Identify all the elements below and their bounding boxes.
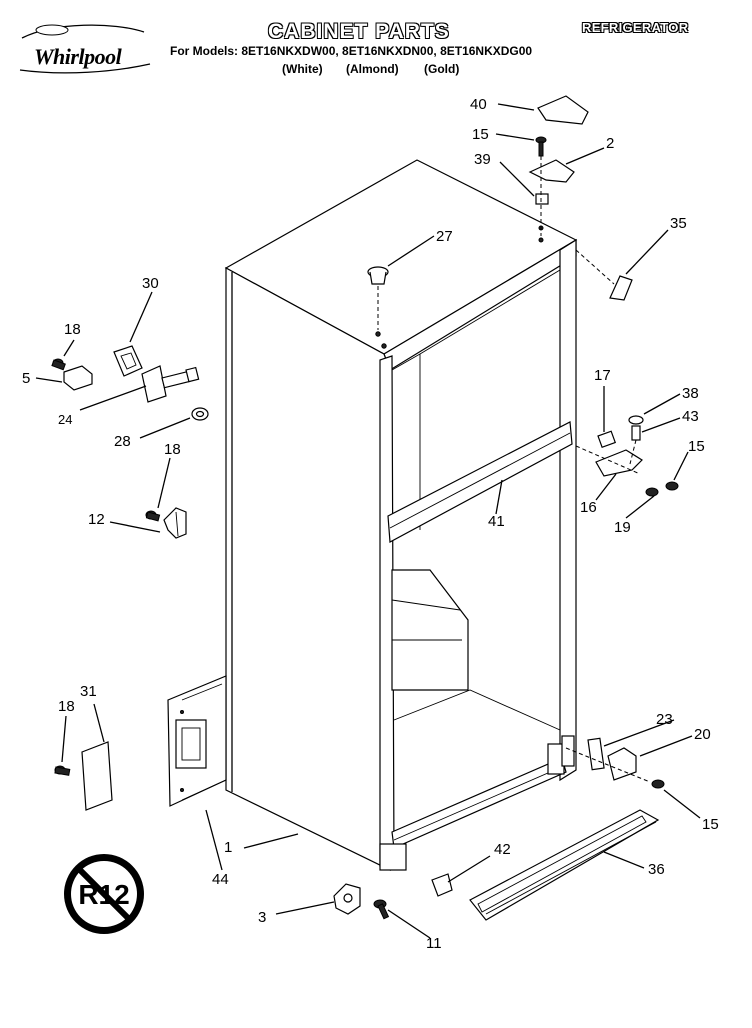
color-almond: (Almond) [346, 62, 399, 76]
callout-2: 2 [606, 135, 615, 152]
callout-5: 5 [22, 370, 31, 387]
toe-cover [54, 741, 113, 811]
callout-36: 36 [648, 861, 665, 878]
callout-18-upper: 18 [64, 321, 81, 338]
callout-27: 27 [436, 228, 453, 245]
handle-washer [191, 407, 209, 421]
callout-18-lower: 18 [58, 698, 75, 715]
callout-1: 1 [224, 839, 233, 856]
seal-text: R12 [78, 879, 129, 910]
screw-and-bracket-lower [145, 507, 187, 539]
leader-lines [35, 103, 701, 939]
side-bracket-assembly [167, 675, 227, 807]
hinge-cover [537, 95, 589, 125]
callout-35: 35 [670, 215, 687, 232]
hinge-screw [535, 136, 547, 157]
callout-12: 12 [88, 511, 105, 528]
callout-20: 20 [694, 726, 711, 743]
leveling-leg [333, 883, 361, 915]
callout-23: 23 [656, 711, 673, 728]
callout-31: 31 [80, 683, 97, 700]
callout-42: 42 [494, 841, 511, 858]
lower-hinge-assembly [565, 737, 665, 789]
r12-refrigerant-seal: R12 [64, 854, 144, 934]
whirlpool-logo: Whirlpool [14, 18, 154, 78]
callout-15-middle: 15 [688, 438, 705, 455]
callout-39: 39 [474, 151, 491, 168]
callout-43: 43 [682, 408, 699, 425]
callout-17: 17 [594, 367, 611, 384]
callout-16: 16 [580, 499, 597, 516]
logo-swoosh-icon [19, 24, 151, 74]
callout-38: 38 [682, 385, 699, 402]
base-grille [469, 809, 660, 921]
hinge-clip [609, 275, 633, 301]
callout-19: 19 [614, 519, 631, 536]
cabinet-shell [224, 159, 578, 871]
page-title: CABINET PARTS [268, 20, 450, 43]
callout-3: 3 [258, 909, 267, 926]
model-numbers: For Models: 8ET16NKXDW00, 8ET16NKXDN00, … [170, 44, 533, 58]
callout-40: 40 [470, 96, 487, 113]
callout-44: 44 [212, 871, 229, 888]
color-white: (White) [282, 62, 323, 76]
hinge-shim [535, 193, 549, 205]
handle-stud [141, 365, 200, 403]
top-plug [367, 266, 389, 330]
callout-24: 24 [58, 412, 73, 427]
callout-30: 30 [142, 275, 159, 292]
appliance-type: REFRIGERATOR [582, 20, 689, 35]
brand-name: Whirlpool [34, 44, 122, 69]
callout-41: 41 [488, 513, 505, 530]
center-hinge-assembly [575, 415, 679, 497]
color-gold: (Gold) [424, 62, 460, 76]
screw-and-clip-upper [51, 358, 93, 391]
callout-11: 11 [426, 935, 442, 952]
top-hinge [528, 159, 575, 183]
grille-clip [431, 873, 453, 897]
cabinet-screw [373, 899, 390, 920]
callout-15-top: 15 [472, 126, 489, 143]
callout-18-middle: 18 [164, 441, 181, 458]
callout-15-bottom: 15 [702, 816, 719, 833]
callout-28: 28 [114, 433, 131, 450]
handle-bezel [113, 345, 143, 377]
